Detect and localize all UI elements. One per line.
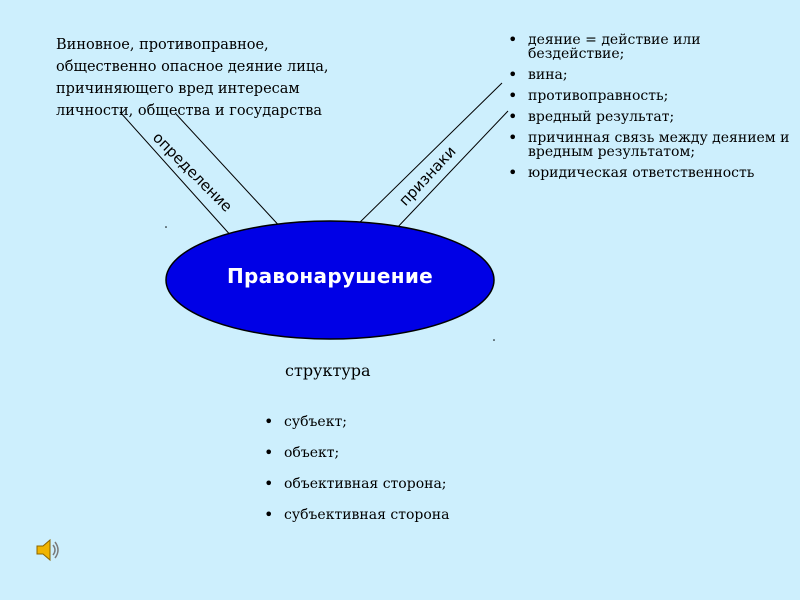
- definition-text: Виновное, противоправное, общественно оп…: [56, 34, 346, 122]
- feature-item: юридическая ответственность: [506, 166, 796, 180]
- feature-item: причинная связь между деянием и вредным …: [506, 131, 796, 159]
- definition-line: Виновное, противоправное,: [56, 37, 269, 53]
- feature-item: деяние = действие или бездействие;: [506, 33, 796, 61]
- feature-item: вредный результат;: [506, 110, 796, 124]
- structure-title: структура: [285, 361, 371, 380]
- structure-item: субъективная сторона: [262, 506, 562, 537]
- feature-item: вина;: [506, 68, 796, 82]
- connector-line-features-2: [393, 110, 509, 232]
- connector-line-definition-2: [175, 113, 285, 232]
- dot-marker: [165, 226, 167, 228]
- dot-marker: [493, 339, 495, 341]
- definition-line: причиняющего вред интересам: [56, 81, 300, 97]
- features-list: деяние = действие или бездействие; вина;…: [506, 33, 796, 187]
- feature-item: противоправность;: [506, 89, 796, 103]
- center-title: Правонарушение: [226, 264, 434, 288]
- speaker-icon[interactable]: [34, 536, 62, 564]
- structure-item: субъект;: [262, 413, 562, 444]
- structure-item: объект;: [262, 444, 562, 475]
- definition-line: общественно опасное деяние лица,: [56, 59, 329, 75]
- structure-list: субъект; объект; объективная сторона; су…: [262, 413, 562, 537]
- definition-line: личности, общества и государства: [56, 103, 323, 119]
- connector-line-definition-1: [119, 111, 234, 239]
- connector-line-features-1: [353, 82, 503, 229]
- structure-item: объективная сторона;: [262, 475, 562, 506]
- central-ellipse: [165, 220, 495, 340]
